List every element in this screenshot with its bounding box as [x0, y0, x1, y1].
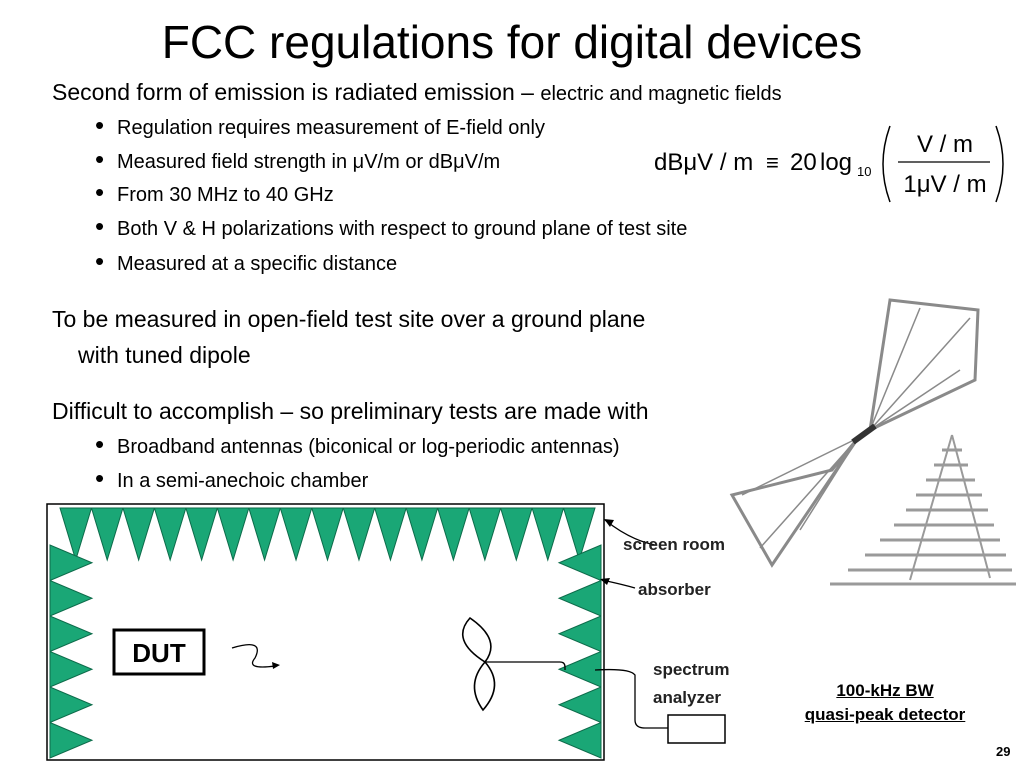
screen-room-label: screen room — [623, 535, 725, 554]
absorber-cone — [557, 721, 602, 759]
absorber-cone — [248, 507, 281, 562]
dbuv-formula: dBμV / m ≡ 20 log 10 V / m 1μV / m — [654, 125, 1004, 203]
intro-tail: electric and magnetic fields — [540, 83, 782, 105]
absorber-cone — [49, 579, 94, 617]
page-title: FCC regulations for digital devices — [161, 16, 863, 68]
page-number: 29 — [996, 744, 1011, 759]
bullet-dot-icon: • — [95, 246, 105, 276]
dut-box — [112, 628, 206, 676]
bullet-dot-icon: • — [95, 144, 105, 174]
bullet-chamber: • In a semi-anechoic chamber — [95, 464, 369, 495]
absorber-cone — [122, 507, 156, 562]
absorber-cone — [557, 615, 602, 653]
semi-anechoic-chamber-diagram: DUT — [46, 503, 605, 761]
para-open-field-cont: with tuned dipole — [78, 342, 251, 368]
absorber-cone — [311, 507, 344, 562]
bullet-text: Measured field strength in μV/m or dBμV/… — [117, 151, 501, 173]
bullet-text: Broadband antennas (biconical or log-per… — [117, 436, 620, 458]
spectrum-analyzer-box — [667, 714, 726, 744]
bullet-dot-icon: • — [95, 110, 105, 140]
detector-note: 100-kHz BW quasi-peak detector — [768, 679, 1002, 727]
intro-dash: – — [514, 79, 541, 105]
absorber-cone — [49, 721, 94, 759]
absorber-cone — [405, 507, 439, 562]
absorber-cone — [342, 507, 376, 562]
para-preliminary-tests: Difficult to accomplish – so preliminary… — [52, 398, 649, 424]
formula-numerator: V / m — [917, 131, 973, 158]
absorber-cone — [499, 507, 533, 562]
formula-log-base: 10 — [857, 164, 871, 179]
log-periodic-antenna — [830, 434, 1016, 586]
absorber-cone — [216, 507, 250, 562]
receive-antenna-icon — [461, 616, 496, 712]
absorber-cone — [436, 507, 470, 562]
formula-equiv: ≡ — [766, 150, 779, 175]
bullet-frequency-range: • From 30 MHz to 40 GHz — [95, 178, 334, 209]
absorber-cone — [531, 507, 565, 562]
detector-line-1: 100-kHz BW — [836, 681, 934, 700]
bullet-text: Measured at a specific distance — [117, 253, 398, 275]
bullet-dot-icon: • — [95, 211, 105, 241]
bullet-text: In a semi-anechoic chamber — [117, 470, 369, 492]
absorber-cone — [374, 507, 407, 562]
antenna-photo — [729, 298, 1016, 586]
absorber-cone — [557, 544, 602, 582]
leader-arrow-icon — [604, 519, 614, 527]
bullet-text: Both V & H polarizations with respect to… — [117, 218, 688, 240]
diagram-callouts: screen room absorber spectrum analyzer — [594, 519, 730, 744]
absorber-cone — [468, 507, 502, 562]
absorber-cone — [279, 507, 313, 562]
balun — [851, 423, 877, 445]
absorber-cone — [49, 650, 94, 688]
absorber-cone — [90, 507, 124, 562]
left-paren — [882, 125, 891, 203]
antenna-cable — [485, 661, 566, 670]
absorber-cone — [59, 507, 93, 562]
formula-coef: 20 — [790, 149, 817, 176]
formula-denominator: 1μV / m — [903, 171, 986, 198]
absorber-label: absorber — [638, 580, 711, 599]
emission-wave-icon — [231, 644, 276, 668]
intro-text: Second form of emission is radiated emis… — [52, 79, 515, 105]
spectrum-label: spectrum — [653, 660, 730, 679]
absorber-cones — [49, 507, 602, 759]
emission-arrow-icon — [272, 662, 280, 669]
right-paren — [995, 125, 1004, 203]
absorber-cone — [153, 507, 187, 562]
analyzer-label: analyzer — [653, 688, 721, 707]
bullet-dot-icon: • — [95, 463, 105, 493]
dut-label: DUT — [132, 638, 186, 668]
biconical-antenna — [729, 298, 980, 568]
bullet-broadband-antennas: • Broadband antennas (biconical or log-pe… — [95, 430, 620, 461]
bullet-dot-icon: • — [95, 177, 105, 207]
intro-line: Second form of emission is radiated emis… — [52, 77, 782, 109]
bullet-dot-icon: • — [95, 429, 105, 459]
para-open-field: To be measured in open-field test site o… — [52, 306, 646, 332]
bullet-text: From 30 MHz to 40 GHz — [117, 184, 334, 206]
absorber-cone — [49, 615, 94, 653]
bullet-distance: • Measured at a specific distance — [95, 247, 398, 278]
absorber-cone — [557, 579, 602, 617]
formula-lhs: dBμV / m — [654, 149, 753, 176]
absorber-cone — [49, 686, 94, 724]
bullet-polarizations: • Both V & H polarizations with respect t… — [95, 212, 688, 243]
absorber-cone — [185, 507, 219, 562]
bullet-field-strength: • Measured field strength in μV/m or dBμV… — [95, 145, 501, 176]
leader-arrow-icon — [600, 578, 610, 585]
bullet-e-field: • Regulation requires measurement of E-fi… — [95, 111, 545, 142]
absorber-cone — [562, 507, 596, 562]
analyzer-cable — [594, 668, 668, 729]
detector-line-2: quasi-peak detector — [804, 705, 966, 724]
bullet-text: Regulation requires measurement of E-fie… — [117, 117, 545, 139]
formula-log: log — [820, 149, 852, 176]
absorber-cone — [557, 686, 602, 724]
absorber-cone — [49, 544, 94, 582]
